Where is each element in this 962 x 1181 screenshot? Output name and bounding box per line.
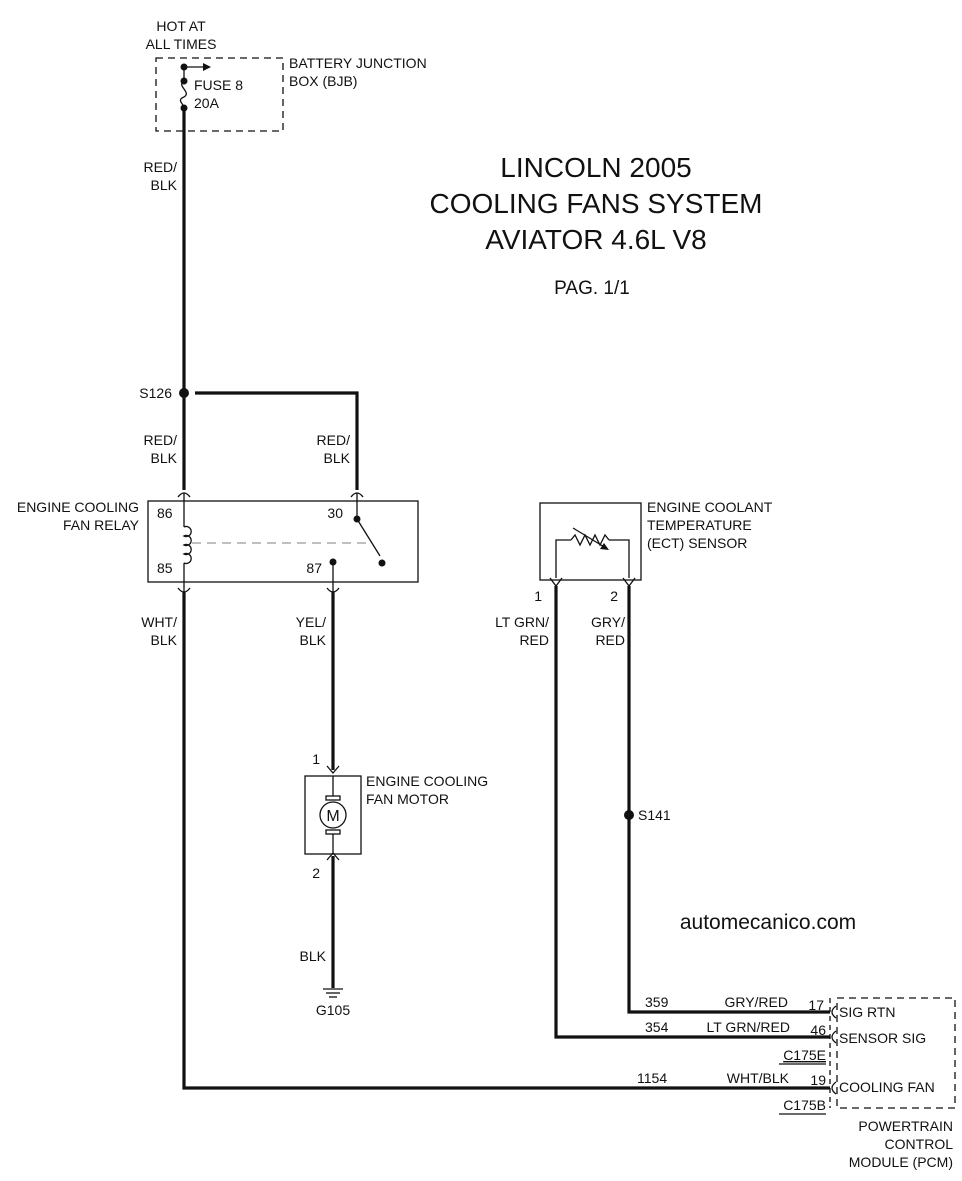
pcm-name-line-1: POWERTRAIN xyxy=(858,1118,953,1134)
ect-pin-2-connector xyxy=(622,577,636,588)
bjb-outline xyxy=(155,57,284,132)
motor-icon xyxy=(319,801,347,829)
watermark-text: automecanico.com xyxy=(680,911,856,934)
pcm-pin-17: 17 xyxy=(808,997,824,1013)
wire-label-30-1: RED/ xyxy=(317,432,351,448)
wire-label-30-2: BLK xyxy=(324,450,351,466)
pcm-signal-sensor-sig: SENSOR SIG xyxy=(839,1030,926,1046)
wire-label-ect2-1: GRY/ xyxy=(591,614,625,630)
wire-label-feed-1: RED/ xyxy=(144,159,178,175)
ect-name-line-2: TEMPERATURE xyxy=(647,517,752,533)
page-number: PAG. 1/1 xyxy=(554,278,630,299)
motor-pin-1: 1 xyxy=(312,751,320,767)
all-times-label: ALL TIMES xyxy=(146,36,217,52)
wire-label-86-2: BLK xyxy=(151,450,178,466)
pcm-signal-cooling-fan: COOLING FAN xyxy=(839,1079,935,1095)
relay-pin-30: 30 xyxy=(327,505,343,521)
ect-outline xyxy=(539,502,642,581)
wire-label-ect2-2: RED xyxy=(595,632,625,648)
splice-s126-label: S126 xyxy=(139,385,172,401)
pcm-connector-c175e: C175E xyxy=(783,1047,826,1063)
ect-name-line-1: ENGINE COOLANT xyxy=(647,499,773,515)
bjb-label-line-2: BOX (BJB) xyxy=(289,73,357,89)
cooling-fan-motor: 1 M 2 ENGINE COOLING FAN MOTOR xyxy=(304,751,488,881)
ground-icon xyxy=(323,988,343,998)
ect-pin-2: 2 xyxy=(610,588,618,604)
pcm-color-359: GRY/RED xyxy=(724,994,788,1010)
pcm-name-line-2: CONTROL xyxy=(885,1136,954,1152)
wire-wht-blk-1154 xyxy=(182,592,830,1090)
motor-pin-2: 2 xyxy=(312,865,320,881)
splice-s126 xyxy=(179,388,189,398)
pcm-color-354: LT GRN/RED xyxy=(707,1019,791,1035)
ect-sensor: 1 2 ENGINE COOLANT TEMPERATURE (ECT) SEN… xyxy=(534,499,772,604)
pcm-signal-sig-rtn: SIG RTN xyxy=(839,1004,896,1020)
wire-lt-grn-red-354 xyxy=(554,586,830,1039)
ect-pin-1-connector xyxy=(549,577,563,588)
wire-label-86-1: RED/ xyxy=(144,432,178,448)
ect-name-line-3: (ECT) SENSOR xyxy=(647,535,747,551)
relay-switch-icon xyxy=(356,518,381,557)
pcm-pin-19: 19 xyxy=(810,1072,826,1088)
motor-symbol: M xyxy=(326,808,339,825)
wire-relay-30-feed xyxy=(195,391,359,490)
motor-pin-2-connector xyxy=(326,852,340,861)
relay-pin-86: 86 xyxy=(157,505,173,521)
wire-label-ect1-1: LT GRN/ xyxy=(495,614,549,630)
relay-pin-87: 87 xyxy=(306,560,322,576)
pcm-name-line-3: MODULE (PCM) xyxy=(849,1154,953,1170)
fuse-rating: 20A xyxy=(194,95,220,111)
relay-name-line-2: FAN RELAY xyxy=(63,517,140,533)
pcm-circuit-1154: 1154 xyxy=(637,1070,667,1086)
fuse-icon xyxy=(179,80,187,109)
splice-s141-label: S141 xyxy=(638,807,671,823)
cooling-fan-relay: ENGINE COOLING FAN RELAY 86 85 30 87 xyxy=(17,492,419,593)
relay-name-line-1: ENGINE COOLING xyxy=(17,499,139,515)
motor-pin-1-connector xyxy=(326,765,340,774)
ect-pin-1: 1 xyxy=(534,588,542,604)
title-line-3: AVIATOR 4.6L V8 xyxy=(485,224,707,255)
hot-at-label: HOT AT xyxy=(156,18,206,34)
relay-outline xyxy=(147,500,419,583)
pcm-connector-c175b: C175B xyxy=(783,1097,826,1113)
pcm-circuit-359: 359 xyxy=(645,994,669,1010)
motor-name-line-2: FAN MOTOR xyxy=(366,791,449,807)
pcm-pin-46: 46 xyxy=(810,1022,826,1038)
wire-label-85-2: BLK xyxy=(151,632,178,648)
ground-label: G105 xyxy=(316,1002,350,1018)
battery-junction-box: HOT AT ALL TIMES FUSE 8 20A BATTERY JUNC… xyxy=(146,18,427,132)
wire-label-feed-2: BLK xyxy=(151,177,178,193)
title-block: LINCOLN 2005 COOLING FANS SYSTEM AVIATOR… xyxy=(430,152,763,299)
wire-label-87-2: BLK xyxy=(300,632,327,648)
thermistor-icon xyxy=(570,533,610,547)
wire-label-ground: BLK xyxy=(300,948,327,964)
bjb-label-line-1: BATTERY JUNCTION xyxy=(289,55,427,71)
motor-name-line-1: ENGINE COOLING xyxy=(366,773,488,789)
wire-label-ect1-2: RED xyxy=(519,632,549,648)
relay-coil-icon xyxy=(182,525,192,565)
title-line-2: COOLING FANS SYSTEM xyxy=(430,188,763,219)
relay-pin-85: 85 xyxy=(157,560,173,576)
pcm: 359 GRY/RED 17 SIG RTN 354 LT GRN/RED 46… xyxy=(637,994,956,1170)
title-line-1: LINCOLN 2005 xyxy=(500,152,691,183)
wire-label-87-1: YEL/ xyxy=(296,614,326,630)
wire-gry-red-359 xyxy=(627,586,830,1014)
splice-s141 xyxy=(624,810,634,820)
pcm-circuit-354: 354 xyxy=(645,1019,669,1035)
wire-label-85-1: WHT/ xyxy=(141,614,177,630)
hot-arrow-icon xyxy=(203,63,211,71)
fuse-name: FUSE 8 xyxy=(194,77,243,93)
pcm-color-1154: WHT/BLK xyxy=(727,1070,790,1086)
pcm-outline xyxy=(836,997,956,1109)
